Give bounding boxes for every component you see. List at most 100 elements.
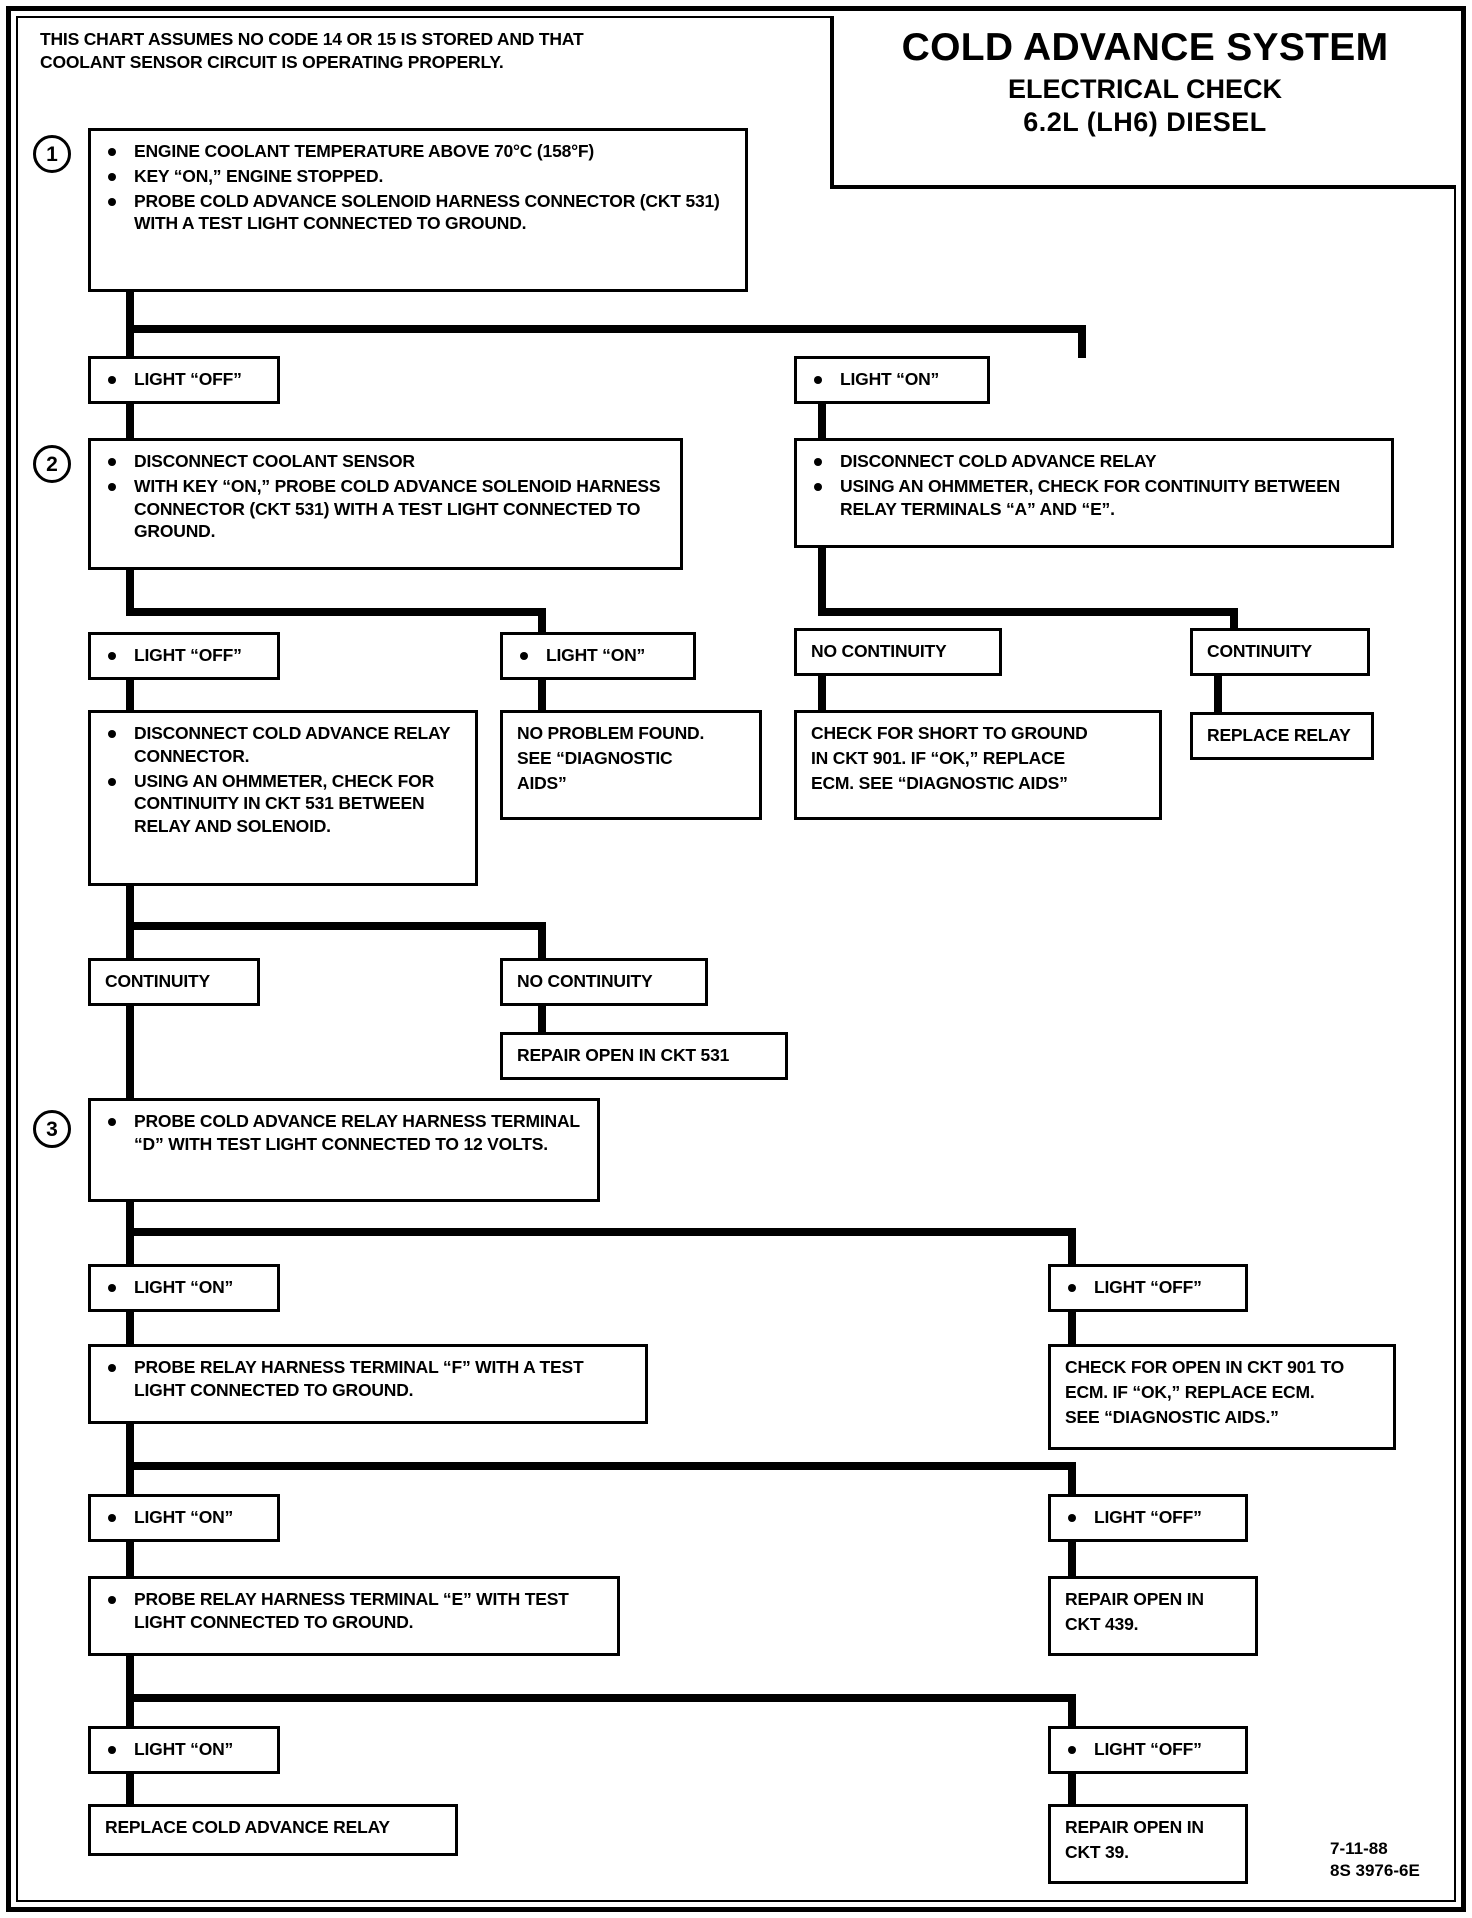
box-light-on-2-label: LIGHT “ON” [513,644,683,667]
page-subtitle-2: 6.2L (LH6) DIESEL [1023,107,1267,137]
box-replace-cold-advance-relay-label: REPLACE COLD ADVANCE RELAY [105,1817,390,1837]
box-repair-open-ckt439-line-1: REPAIR OPEN IN [1065,1589,1204,1609]
connector-probee-down [126,1656,134,1728]
box-light-off-5-label: LIGHT “OFF” [1061,1738,1235,1761]
box-check-open-ckt901: CHECK FOR OPEN IN CKT 901 TO ECM. IF “OK… [1048,1344,1396,1450]
box-light-on-5-label: LIGHT “ON” [101,1738,267,1761]
footer-doc-code: 7-11-88 8S 3976-6E [1330,1838,1420,1882]
box-no-continuity-1-label: NO CONTINUITY [811,641,947,661]
assumption-note: THIS CHART ASSUMES NO CODE 14 OR 15 IS S… [40,28,660,75]
step-number-2-label: 2 [46,453,58,476]
box-ohmmeter-left-bullet-2: USING AN OHMMETER, CHECK FOR CONTINUITY … [101,770,465,838]
connector-probef-bus [126,1462,1076,1470]
connector-continuityright-down [1214,676,1222,712]
connector-lighton1-down [818,404,826,440]
box-replace-relay-label: REPLACE RELAY [1207,725,1351,745]
page-border-outer [6,6,1466,1912]
box-probe-terminal-f-bullet-1: PROBE RELAY HARNESS TERMINAL “F” WITH A … [101,1356,635,1402]
box-light-off-3: LIGHT “OFF” [1048,1264,1248,1312]
connector-nocontinuity2-down [538,1006,546,1036]
title-block: COLD ADVANCE SYSTEM ELECTRICAL CHECK 6.2… [830,16,1456,189]
box-no-continuity-2: NO CONTINUITY [500,958,708,1006]
box-step-3-bullet-1: PROBE COLD ADVANCE RELAY HARNESS TERMINA… [101,1110,587,1156]
box-probe-terminal-e-bullet-1: PROBE RELAY HARNESS TERMINAL “E” WITH TE… [101,1588,607,1634]
box-light-on-3-label: LIGHT “ON” [101,1276,267,1299]
box-light-off-1: LIGHT “OFF” [88,356,280,404]
box-step-1: ENGINE COOLANT TEMPERATURE ABOVE 70°C (1… [88,128,748,292]
box-check-short-ckt901-line-3: ECM. SEE “DIAGNOSTIC AIDS” [811,772,1068,793]
box-no-problem-found-line-2: SEE “DIAGNOSTIC [517,747,673,768]
box-repair-open-ckt39-line-2: CKT 39. [1065,1841,1129,1862]
box-continuity-right: CONTINUITY [1190,628,1370,676]
box-continuity-right-label: CONTINUITY [1207,641,1312,661]
box-light-off-3-label: LIGHT “OFF” [1061,1276,1235,1299]
connector-step1-down [126,292,134,329]
box-check-open-ckt901-line-1: CHECK FOR OPEN IN CKT 901 TO [1065,1357,1344,1377]
box-probe-terminal-e: PROBE RELAY HARNESS TERMINAL “E” WITH TE… [88,1576,620,1656]
connector-lightoff3-down [1068,1312,1076,1348]
page-border-inner [16,16,1456,1902]
assumption-note-line-1: THIS CHART ASSUMES NO CODE 14 OR 15 IS S… [40,29,584,49]
box-light-off-4: LIGHT “OFF” [1048,1494,1248,1542]
box-light-on-1-label: LIGHT “ON” [807,368,977,391]
box-light-off-2: LIGHT “OFF” [88,632,280,680]
box-repair-open-ckt39-line-1: REPAIR OPEN IN [1065,1817,1204,1837]
box-no-problem-found: NO PROBLEM FOUND. SEE “DIAGNOSTIC AIDS” [500,710,762,820]
box-light-on-4: LIGHT “ON” [88,1494,280,1542]
connector-step2left-bus [126,608,546,616]
box-repair-open-ckt439: REPAIR OPEN IN CKT 439. [1048,1576,1258,1656]
step-number-1: 1 [33,135,71,173]
step-number-3: 3 [33,1110,71,1148]
connector-step3-right-drop [1068,1228,1076,1272]
connector-step2right-right-drop [1230,608,1238,635]
box-step-1-bullet-2: KEY “ON,” ENGINE STOPPED. [101,165,735,188]
step-number-2: 2 [33,445,71,483]
box-step-1-bullet-1: ENGINE COOLANT TEMPERATURE ABOVE 70°C (1… [101,140,735,163]
connector-step3-bus [126,1228,1076,1236]
box-replace-relay: REPLACE RELAY [1190,712,1374,760]
box-check-short-ckt901-line-2: IN CKT 901. IF “OK,” REPLACE [811,747,1066,768]
connector-step2right-down [818,548,826,616]
box-light-on-3: LIGHT “ON” [88,1264,280,1312]
box-light-on-4-label: LIGHT “ON” [101,1506,267,1529]
connector-step2left-down [126,570,134,616]
connector-lighton5-down [126,1774,134,1808]
connector-lighton4-down [126,1542,134,1580]
connector-lighton3-down [126,1312,134,1348]
connector-continuityleft-down [126,1006,134,1102]
box-step-1-bullet-3: PROBE COLD ADVANCE SOLENOID HARNESS CONN… [101,190,735,236]
box-no-continuity-1: NO CONTINUITY [794,628,1002,676]
footer-date: 7-11-88 [1330,1839,1388,1858]
box-no-continuity-2-label: NO CONTINUITY [517,971,653,991]
box-light-off-1-label: LIGHT “OFF” [101,368,267,391]
box-repair-open-ckt531-label: REPAIR OPEN IN CKT 531 [517,1045,730,1065]
connector-probee-bus [126,1694,1076,1702]
box-repair-open-ckt439-line-2: CKT 439. [1065,1613,1139,1634]
box-step-2-left: DISCONNECT COOLANT SENSOR WITH KEY “ON,”… [88,438,683,570]
box-check-short-ckt901: CHECK FOR SHORT TO GROUND IN CKT 901. IF… [794,710,1162,820]
connector-nocontinuity1-down [818,676,826,712]
box-step-2-right-bullet-2: USING AN OHMMETER, CHECK FOR CONTINUITY … [807,475,1381,521]
connector-probef-down [126,1424,134,1496]
box-step-2-right: DISCONNECT COLD ADVANCE RELAY USING AN O… [794,438,1394,548]
connector-lightoff4-down [1068,1542,1076,1580]
box-replace-cold-advance-relay: REPLACE COLD ADVANCE RELAY [88,1804,458,1856]
page-title: COLD ADVANCE SYSTEM [901,26,1389,69]
step-number-3-label: 3 [46,1118,58,1141]
box-step-2-left-bullet-2: WITH KEY “ON,” PROBE COLD ADVANCE SOLENO… [101,475,670,543]
box-light-on-2: LIGHT “ON” [500,632,696,680]
connector-probee-right-drop [1068,1694,1076,1728]
box-light-on-1: LIGHT “ON” [794,356,990,404]
connector-step1-bus [126,325,1086,333]
box-continuity-left: CONTINUITY [88,958,260,1006]
box-light-off-2-label: LIGHT “OFF” [101,644,267,667]
connector-step1-left-drop [126,325,134,358]
box-repair-open-ckt39: REPAIR OPEN IN CKT 39. [1048,1804,1248,1884]
connector-step2right-bus [818,608,1238,616]
box-check-open-ckt901-line-3: SEE “DIAGNOSTIC AIDS.” [1065,1406,1279,1427]
connector-lightoff5-down [1068,1774,1076,1808]
box-step-3: PROBE COLD ADVANCE RELAY HARNESS TERMINA… [88,1098,600,1202]
connector-ohmmeter-bus [126,922,546,930]
box-check-open-ckt901-line-2: ECM. IF “OK,” REPLACE ECM. [1065,1381,1315,1402]
